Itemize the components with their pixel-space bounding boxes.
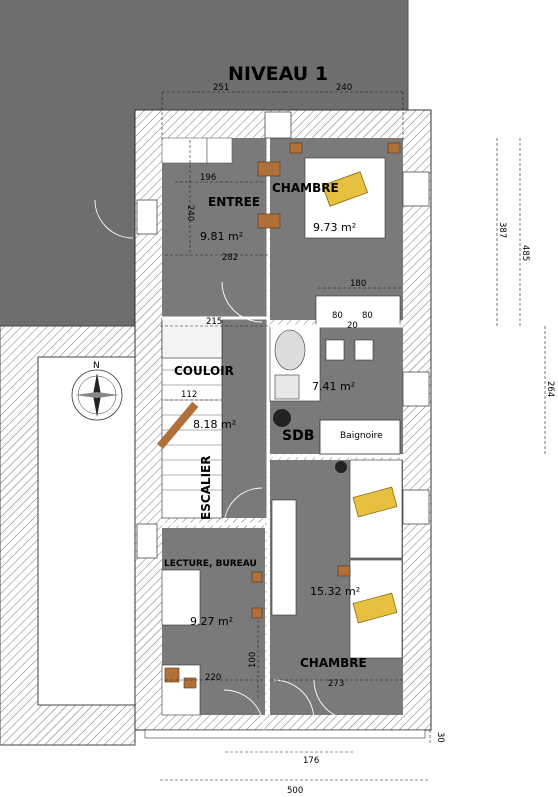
room-sdb-area: 7.41 m² [312, 380, 355, 393]
room-chambre1-name: CHAMBRE [272, 181, 339, 195]
dim-top-left: 251 [213, 83, 229, 93]
dim-entree-width: 196 [200, 173, 216, 183]
compass-icon [71, 369, 123, 421]
furniture-icons [164, 142, 401, 689]
bathtub-label: Baignoire [340, 431, 383, 441]
wardrobe-entree [161, 137, 208, 164]
dim-bureau-height: 100 [248, 652, 258, 668]
room-chambre2-name: CHAMBRE [300, 656, 367, 670]
dim-sink-a: 80 [332, 311, 343, 321]
interior-walls [162, 138, 403, 715]
bottom-strip [144, 729, 426, 739]
dim-right-outer: 485 [520, 245, 530, 261]
sink-counter [315, 295, 401, 327]
page-title: NIVEAU 1 [228, 63, 328, 85]
dim-sdb-width: 180 [350, 279, 366, 289]
room-chambre2-area: 15.32 m² [310, 585, 360, 598]
room-entree-area: 9.81 m² [200, 230, 243, 243]
dim-right-inner: 387 [497, 222, 507, 238]
dim-couloir-width: 215 [206, 317, 222, 327]
bath-fixtures [273, 329, 374, 473]
wardrobe-entree-2 [206, 137, 233, 164]
room-sdb-name: SDB [282, 428, 314, 444]
dim-top-right: 240 [336, 83, 352, 93]
stair-ramp-icon [156, 401, 199, 450]
dim-sink-gap: 20 [347, 321, 358, 331]
dim-entree-height: 240 [185, 205, 195, 221]
sofa-area [161, 569, 201, 626]
windows [136, 111, 430, 559]
dim-wall-thickness: 30 [435, 732, 445, 743]
room-couloir-name: COULOIR [174, 364, 234, 378]
wardrobe-chambre2 [271, 499, 297, 616]
room-chambre1-area: 9.73 m² [313, 221, 356, 234]
dim-entree-bottom: 282 [222, 253, 238, 263]
dim-sink-b: 80 [362, 311, 373, 321]
room-entree-name: ENTREE [208, 195, 260, 209]
dim-stair-width: 112 [181, 390, 197, 400]
room-bureau-name: LECTURE, BUREAU [164, 559, 257, 569]
dim-overall-width: 500 [287, 786, 303, 796]
compass-north-label: N [93, 361, 100, 371]
entree-floor [162, 138, 267, 318]
dimension-lines [160, 91, 546, 781]
room-bureau-area: 9.27 m² [190, 615, 233, 628]
stair-landing [161, 317, 223, 359]
bathtub [319, 419, 401, 455]
dim-bureau-width: 220 [205, 673, 221, 683]
bed-icons [321, 171, 398, 624]
room-couloir-area: 8.18 m² [193, 418, 236, 431]
dim-right-lower: 264 [545, 381, 555, 397]
dim-door-width: 176 [303, 756, 319, 766]
dim-chambre2-width: 273 [328, 679, 344, 689]
door-swings [94, 199, 355, 731]
room-escalier-name: ESCALIER [199, 456, 213, 520]
